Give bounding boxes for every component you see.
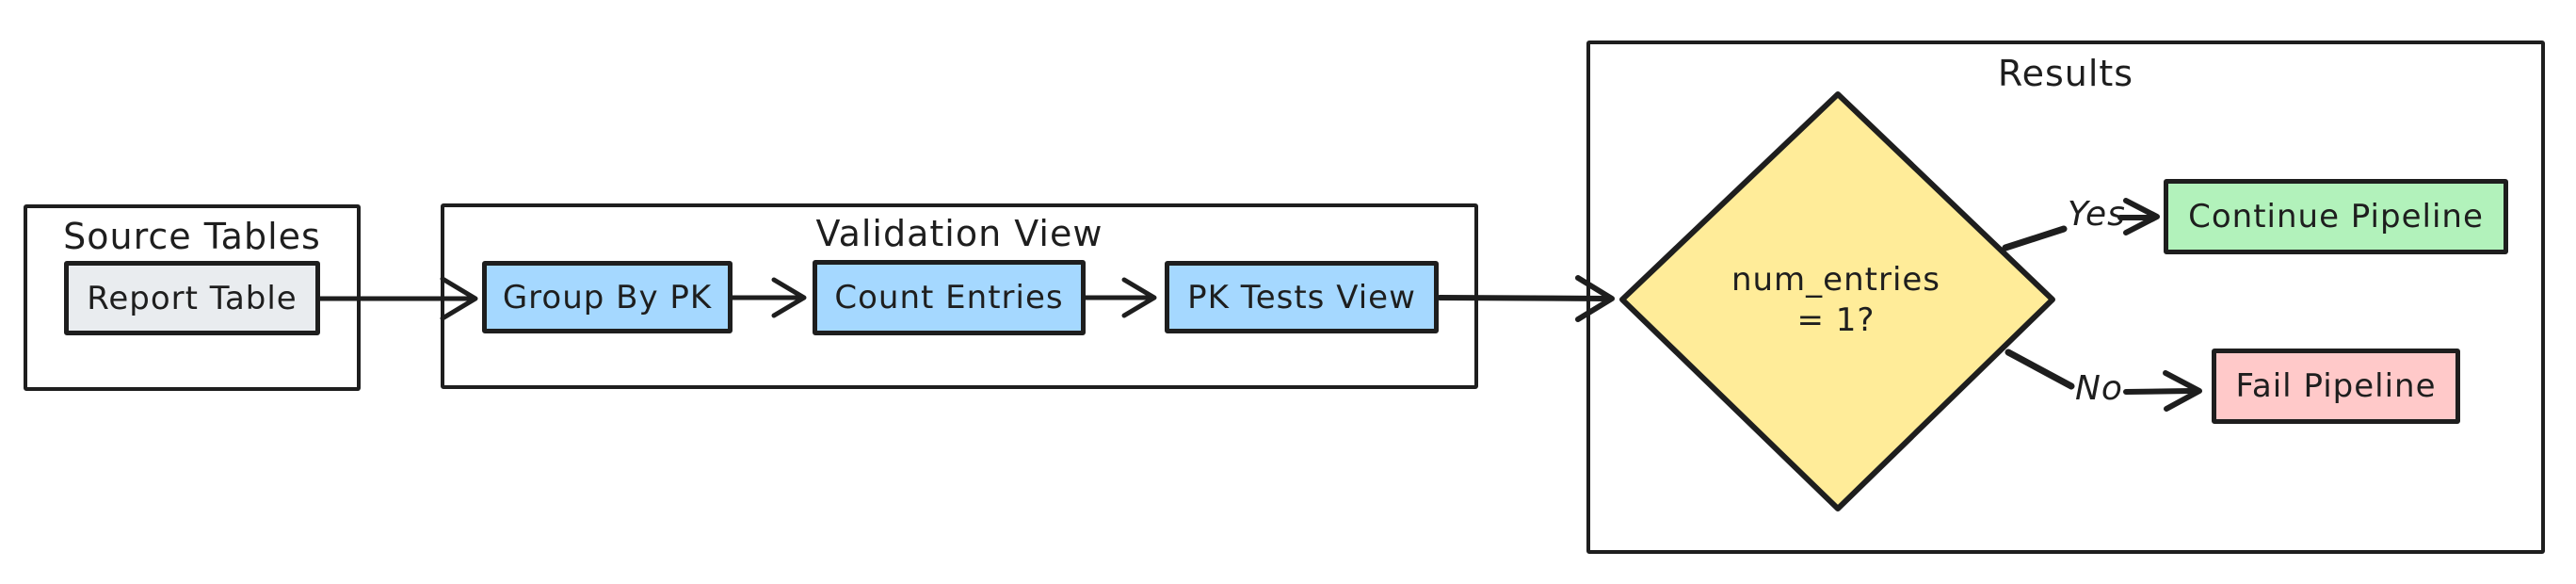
pk-tests-view-node: PK Tests View <box>1165 261 1439 333</box>
continue-pipeline-label: Continue Pipeline <box>2188 198 2484 235</box>
fail-pipeline-label: Fail Pipeline <box>2235 367 2437 405</box>
yes-edge-label: Yes <box>2068 195 2126 234</box>
source-tables-group <box>24 204 361 391</box>
report-table-label: Report Table <box>87 279 298 317</box>
continue-pipeline-node: Continue Pipeline <box>2164 179 2508 254</box>
validation-view-title: Validation View <box>815 213 1103 254</box>
source-tables-title: Source Tables <box>63 216 321 257</box>
pk-tests-view-label: PK Tests View <box>1187 278 1416 316</box>
count-entries-label: Count Entries <box>834 279 1064 316</box>
group-by-pk-node: Group By PK <box>482 261 733 333</box>
group-by-pk-label: Group By PK <box>502 278 713 316</box>
validation-view-group <box>441 203 1478 389</box>
results-title: Results <box>1997 53 2134 94</box>
fail-pipeline-node: Fail Pipeline <box>2212 349 2460 424</box>
count-entries-node: Count Entries <box>813 260 1086 335</box>
results-group <box>1586 41 2545 554</box>
no-edge-label: No <box>2075 369 2123 408</box>
decision-node-label: num_entries = 1? <box>1731 261 1941 339</box>
report-table-node: Report Table <box>64 261 320 335</box>
